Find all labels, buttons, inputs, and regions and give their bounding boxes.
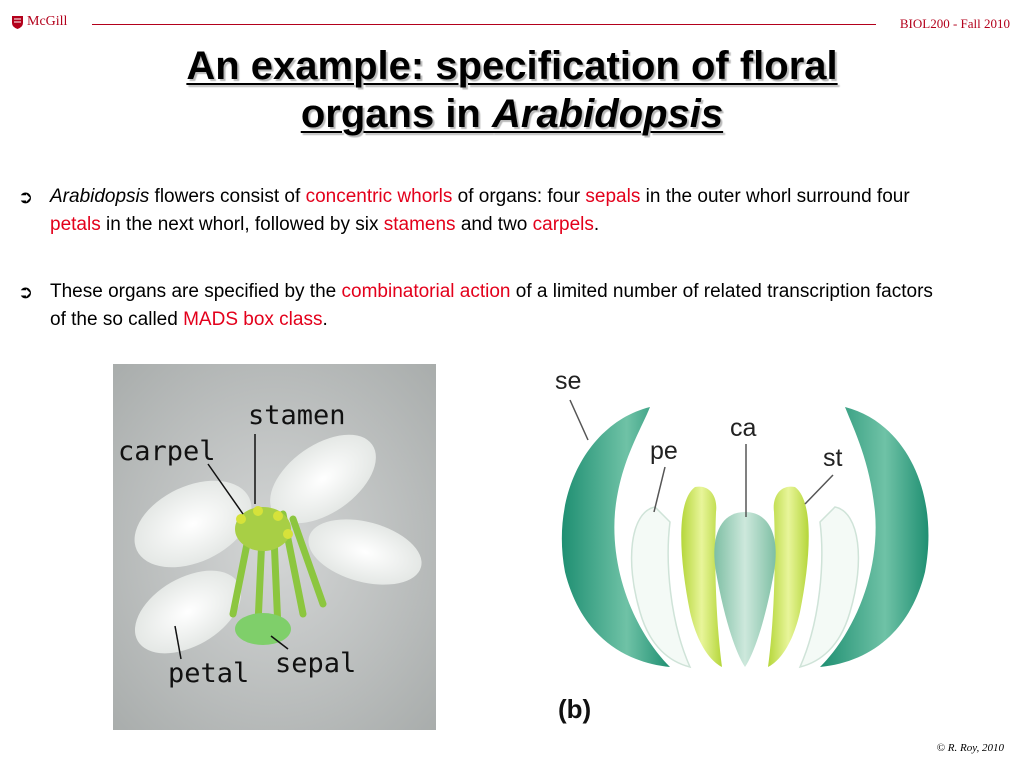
mcgill-logo: McGill [12, 14, 67, 30]
arrow-bullet-icon: ➲ [18, 187, 34, 207]
copyright-note: © R. Roy, 2010 [936, 742, 1004, 754]
bullet-text: Arabidopsis flowers consist of concentri… [50, 186, 910, 235]
label-ca: ca [730, 414, 757, 442]
arrow-bullet-icon: ➲ [18, 282, 34, 302]
label-carpel: carpel [118, 436, 216, 467]
floral-whorl-diagram: se pe ca st (b) [555, 367, 929, 724]
bullet-text: These organs are specified by the combin… [50, 281, 933, 330]
slide-title: An example: specification of floral orga… [0, 42, 1024, 138]
title-line2: organs in Arabidopsis [300, 92, 724, 136]
label-petal: petal [168, 658, 249, 689]
bullet-whorls: ➲ Arabidopsis flowers consist of concent… [18, 183, 954, 239]
brand-name: McGill [27, 14, 68, 29]
bullet-mads: ➲ These organs are specified by the comb… [18, 278, 954, 334]
flower-photo: stamen carpel petal sepal [113, 364, 436, 730]
shield-icon [12, 15, 23, 29]
label-pe: pe [650, 437, 678, 465]
title-line1: An example: specification of floral [186, 44, 838, 88]
label-st: st [823, 444, 843, 472]
label-stamen: stamen [248, 400, 346, 431]
label-sepal: sepal [275, 648, 356, 679]
header-rule [92, 24, 876, 25]
course-label: BIOL200 - Fall 2010 [899, 16, 1010, 31]
panel-label: (b) [558, 694, 591, 724]
label-se: se [555, 367, 581, 395]
